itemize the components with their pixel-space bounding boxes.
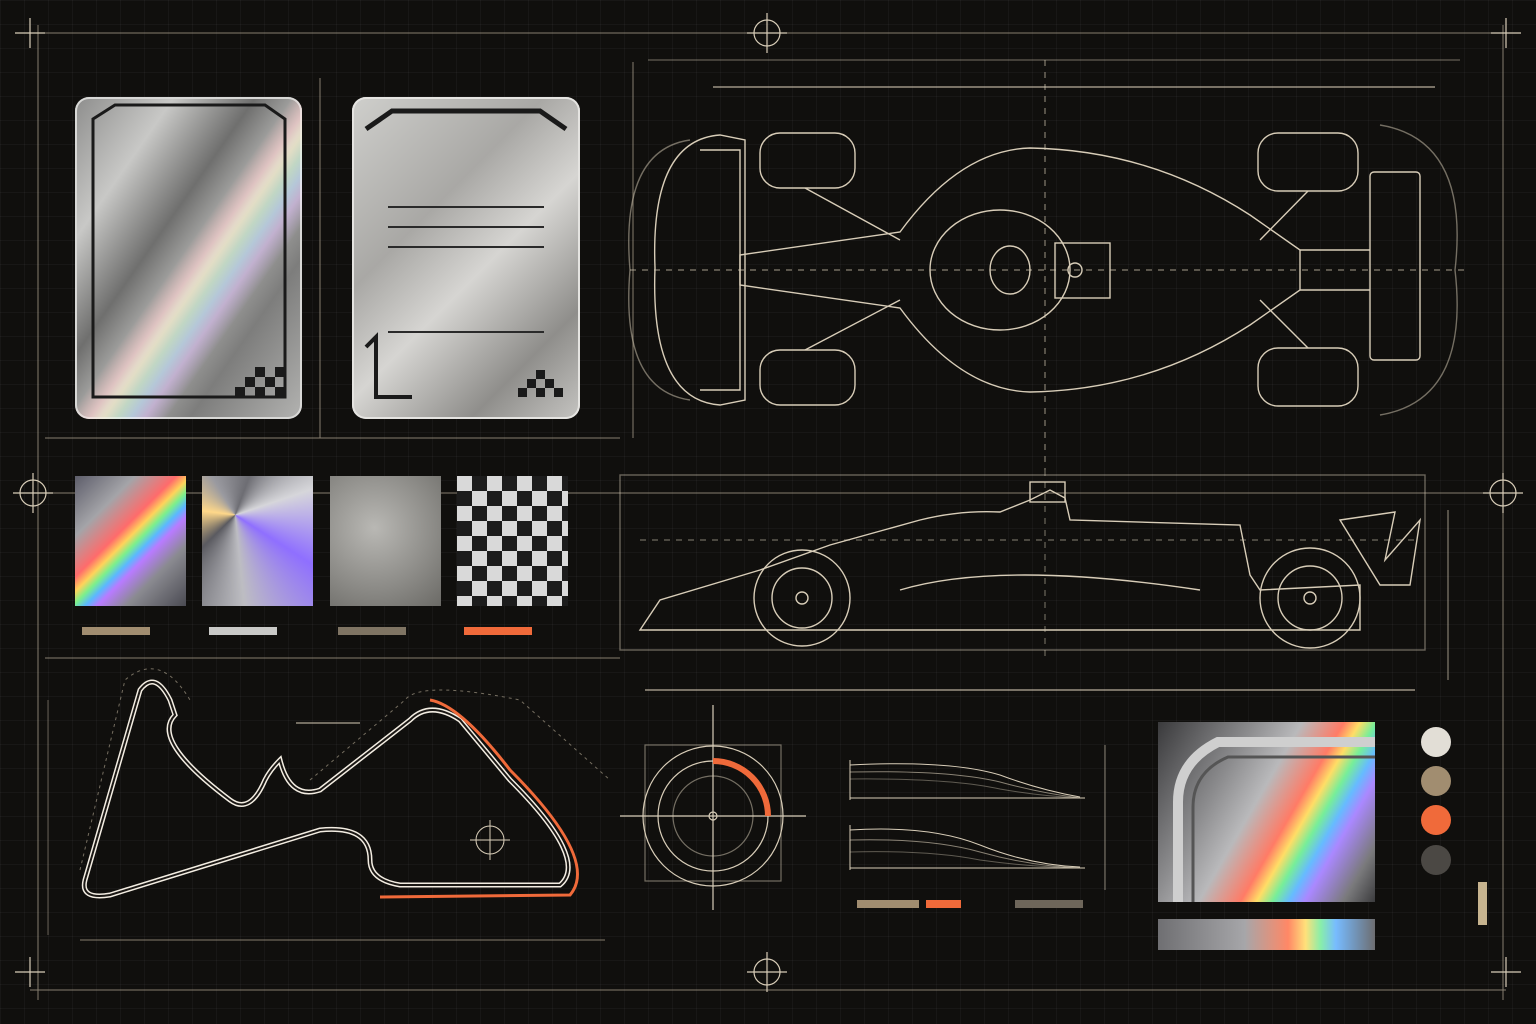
swatch-bar-taupe — [338, 627, 406, 635]
checkered-flag-icon — [235, 367, 285, 397]
color-dot-bronze — [1421, 766, 1451, 796]
graph-bar-bronze — [857, 900, 919, 908]
holo-corner-frame — [1173, 737, 1375, 902]
color-dot-cream — [1421, 727, 1451, 757]
graph-bar-dim — [1015, 900, 1083, 908]
swatch-bar-bronze — [82, 627, 150, 635]
holo-gradient-strip — [1158, 919, 1375, 950]
swatch-rainbow-foil — [75, 476, 186, 606]
swatch-glitter-foil — [330, 476, 441, 606]
swatch-bar-silver — [209, 627, 277, 635]
color-dot-charcoal — [1421, 845, 1451, 875]
holo-foil-closeup — [1158, 722, 1375, 902]
gauge-arc — [712, 758, 771, 817]
swatch-checkered-foil — [457, 476, 568, 606]
card-front-template — [75, 97, 302, 419]
holo-sheen — [75, 97, 302, 419]
track-crosshair-icon — [470, 820, 510, 860]
registration-marks — [13, 13, 1523, 992]
card-back-frame — [364, 108, 568, 399]
card-back-template — [352, 97, 580, 419]
color-dot-orange — [1421, 805, 1451, 835]
vertical-marker — [1478, 882, 1487, 925]
graph-bar-orange — [926, 900, 961, 908]
swatch-prismatic-foil — [202, 476, 313, 606]
checkered-flag-icon — [518, 370, 563, 397]
swatch-bar-orange — [464, 627, 532, 635]
card-front-frame — [91, 103, 287, 399]
